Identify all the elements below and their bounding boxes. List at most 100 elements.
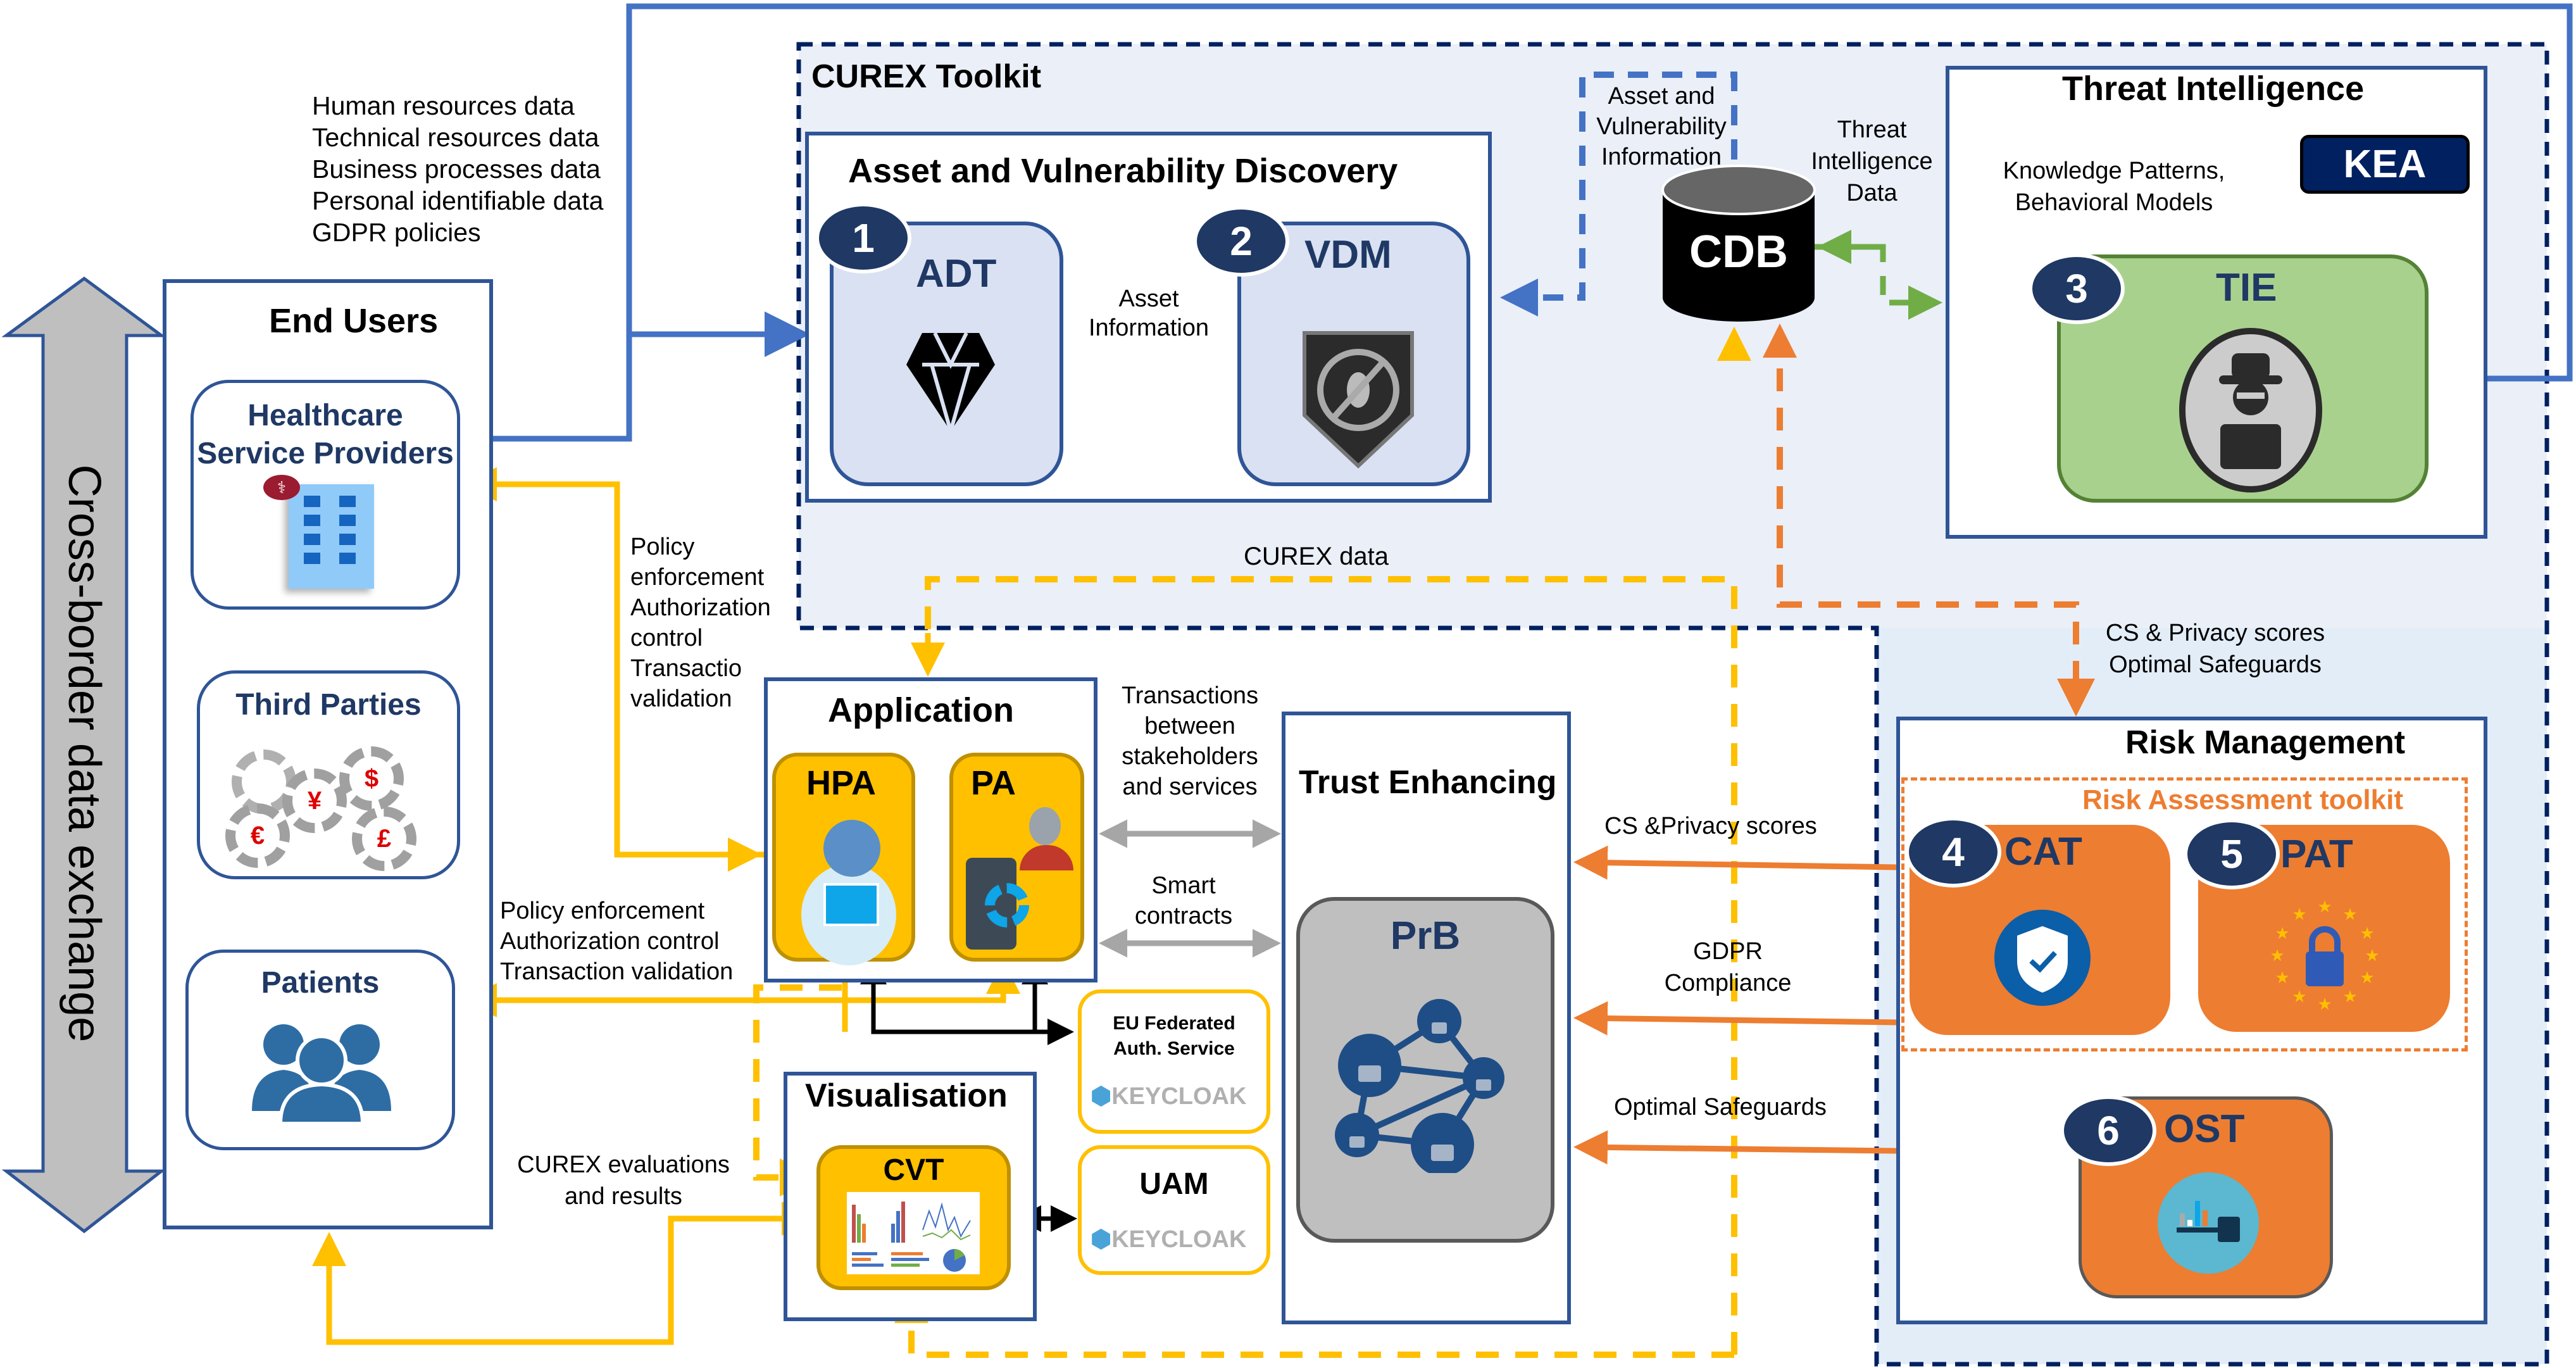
flow-gdpr xyxy=(1573,1001,1897,1036)
group-label: Third Parties xyxy=(235,688,422,722)
module-number-badge: 2 xyxy=(1193,206,1289,277)
svg-text:★: ★ xyxy=(2342,905,2357,924)
keycloak-logo-icon: ⬢KEYCLOAK xyxy=(1091,1083,1247,1110)
flow-app-hsp xyxy=(463,467,764,858)
eu-lock-icon: ★★★★★★ ★★★★★★ xyxy=(2270,897,2379,1013)
transactions-label: Transactions between stakeholders and se… xyxy=(1121,682,1259,800)
svg-text:★: ★ xyxy=(2275,968,2289,987)
data-type-item: GDPR policies xyxy=(312,218,481,247)
svg-text:★: ★ xyxy=(2360,924,2374,943)
risk-assessment-title: Risk Assessment toolkit xyxy=(2082,784,2403,815)
cdb-label: CDB xyxy=(1689,227,1788,277)
module-label: PrB xyxy=(1390,914,1461,958)
key-chart-icon xyxy=(2158,1172,2259,1274)
svg-text:★: ★ xyxy=(2317,897,2332,916)
cdb-database-icon[interactable] xyxy=(1656,165,1821,329)
trust-enhancing-title: Trust Enhancing xyxy=(1299,764,1557,801)
medical-badge-icon: ⚕ xyxy=(263,475,300,500)
module-vdm[interactable]: VDM xyxy=(1237,222,1470,486)
module-label: PA xyxy=(971,764,1016,802)
avd-title: Asset and Vulnerability Discovery xyxy=(848,152,1398,190)
module-number-badge: 3 xyxy=(2029,253,2125,324)
knowledge-label: Knowledge Patterns, Behavioral Models xyxy=(2003,158,2225,216)
application-title: Application xyxy=(828,691,1014,729)
module-label: HPA xyxy=(806,764,877,802)
curex-data-label: CUREX data xyxy=(1244,543,1389,570)
ti-data-label: Threat Intelligence Data xyxy=(1811,116,1933,206)
module-number-badge: 6 xyxy=(2060,1095,2156,1166)
visualisation-title: Visualisation xyxy=(805,1077,1008,1114)
group-healthcare-providers[interactable]: Healthcare Service Providers ⚕ xyxy=(191,380,460,610)
threat-intelligence-title: Threat Intelligence xyxy=(2062,70,2365,108)
shield-check-icon xyxy=(1994,910,2091,1006)
flow-hsp-to-tie xyxy=(460,3,2573,442)
module-cvt[interactable]: CVT xyxy=(816,1145,1011,1290)
kea-box[interactable]: KEA xyxy=(2300,135,2470,194)
flow-cdb-ti-dashed xyxy=(1813,244,1942,320)
blockchain-locks-icon xyxy=(1335,999,1504,1173)
data-type-item: Business processes data xyxy=(312,154,601,184)
data-type-item: Human resources data xyxy=(312,91,575,120)
flow-curex-data-dashed xyxy=(925,576,1737,1355)
svg-text:★: ★ xyxy=(2275,924,2289,943)
cs-privacy-label: CS & Privacy scores Optimal Safeguards xyxy=(2105,620,2325,678)
module-label: VDM xyxy=(1304,233,1392,277)
policy-label-lower: Policy enforcement Authorization control… xyxy=(500,898,734,985)
data-types-list: Human resources data Technical resources… xyxy=(312,90,603,248)
group-third-parties[interactable]: Third Parties ¥ $ € £ xyxy=(197,670,460,879)
svg-text:★: ★ xyxy=(2342,987,2357,1006)
group-patients[interactable]: Patients xyxy=(185,950,455,1150)
flow-avi-dashed xyxy=(1500,72,1737,317)
module-hpa[interactable]: HPA xyxy=(772,753,915,965)
hospital-building-icon xyxy=(289,484,374,589)
flow-cdb-risk-dashed xyxy=(1777,329,2095,717)
data-type-item: Technical resources data xyxy=(312,123,599,152)
module-label: CAT xyxy=(2004,830,2082,874)
module-number-badge: 1 xyxy=(815,203,911,273)
kea-label: KEA xyxy=(2343,142,2427,186)
module-number-badge: 5 xyxy=(2184,819,2280,889)
cross-border-arrow-shape xyxy=(1,276,166,1234)
cs-privacy-flow-label: CS &Privacy scores xyxy=(1604,813,1817,839)
module-prb[interactable]: PrB xyxy=(1296,897,1554,1243)
module-label: OST xyxy=(2164,1107,2245,1151)
module-tie[interactable]: TIE xyxy=(2057,254,2429,503)
module-label: TIE xyxy=(2216,266,2277,310)
data-type-item: Personal identifiable data xyxy=(312,186,604,215)
bug-shield-icon xyxy=(1303,331,1414,469)
svg-text:★: ★ xyxy=(2365,946,2379,965)
keycloak-logo-icon: ⬢KEYCLOAK xyxy=(1091,1226,1247,1253)
currency-gears-icon: ¥ $ € £ xyxy=(225,743,434,871)
safeguards-flow-label: Optimal Safeguards xyxy=(1614,1094,1827,1120)
group-label: Patients xyxy=(261,966,380,1000)
module-label: PAT xyxy=(2280,832,2353,876)
end-users-title: End Users xyxy=(269,302,439,340)
patient-phone-icon xyxy=(960,807,1080,953)
svg-text:★: ★ xyxy=(2270,946,2284,965)
toolkit-dashed-border xyxy=(796,42,2549,1367)
uam-label: UAM xyxy=(1139,1167,1209,1201)
doctor-laptop-icon xyxy=(795,820,896,965)
module-label: CVT xyxy=(883,1153,944,1187)
flow-safeguards xyxy=(1573,1130,1897,1165)
flow-cvt-enduser xyxy=(312,1215,811,1345)
uam-box[interactable]: UAM ⬢KEYCLOAK xyxy=(1078,1145,1270,1275)
svg-text:★: ★ xyxy=(2292,905,2306,924)
curex-toolkit-title: CUREX Toolkit xyxy=(811,58,1042,95)
module-ost[interactable]: OST xyxy=(2079,1096,2333,1298)
evaluations-label: CUREX evaluations and results xyxy=(517,1152,730,1210)
module-number-badge: 4 xyxy=(1905,817,2001,888)
cross-border-label: Cross-border data exchange xyxy=(59,464,110,1043)
module-pa[interactable]: PA xyxy=(949,753,1084,962)
svg-text:★: ★ xyxy=(2360,968,2374,987)
hacker-icon xyxy=(2179,328,2322,493)
asset-information-label: Asset Information xyxy=(1088,286,1210,341)
svg-text:★: ★ xyxy=(2292,987,2306,1006)
people-group-icon xyxy=(252,1024,391,1124)
smart-contracts-label: Smart contracts xyxy=(1134,872,1233,929)
policy-label-upper: Policy enforcement Authorization control… xyxy=(630,534,771,712)
diamond-icon xyxy=(906,332,995,434)
